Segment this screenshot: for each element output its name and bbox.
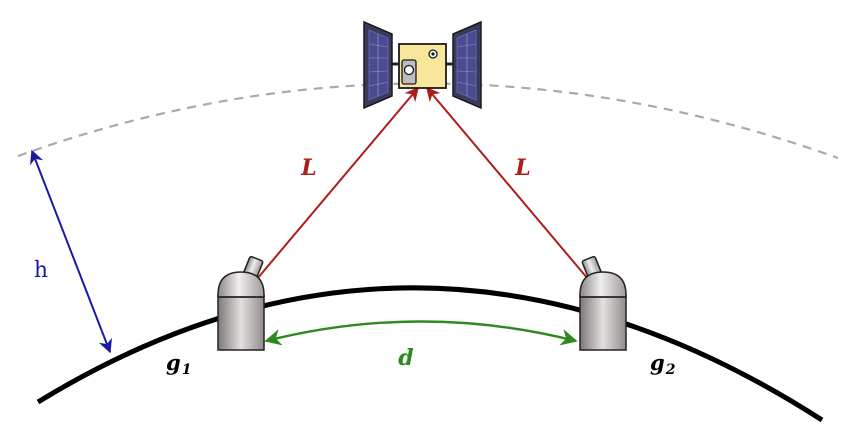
distance-label: d: [398, 345, 413, 371]
ground-station-1-icon: [217, 255, 265, 351]
link-left-label: L: [300, 155, 316, 181]
left-solar-panel-icon: [363, 20, 393, 110]
ground-station-2-icon: [579, 255, 627, 351]
right-solar-panel-icon: [452, 20, 482, 110]
station-2-label: g2: [650, 350, 676, 378]
height-label: h: [34, 258, 48, 283]
satellite-icon: [363, 20, 482, 110]
height-arrow: [30, 149, 112, 354]
link-left: [256, 86, 419, 280]
earth-surface: [36, 285, 824, 423]
link-right-label: L: [514, 155, 530, 181]
station-1-label: g1: [166, 350, 191, 378]
distance-arrow: [264, 320, 578, 346]
orbit-arc: [17, 82, 839, 160]
link-right: [426, 86, 589, 280]
